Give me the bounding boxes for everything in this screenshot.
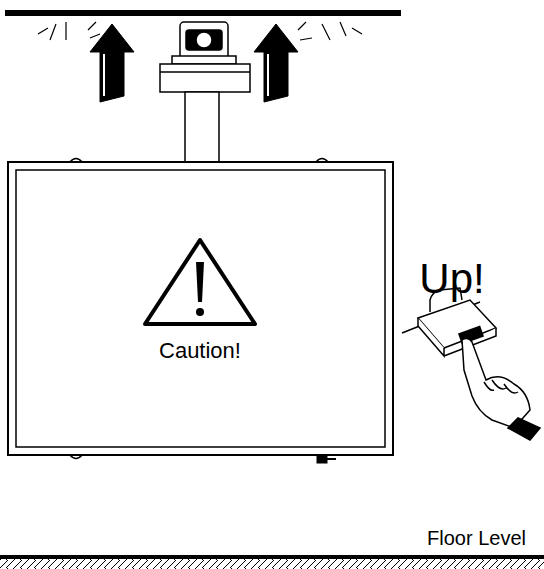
caution-triangle <box>145 240 255 324</box>
projector <box>160 22 250 162</box>
ceiling <box>5 10 401 16</box>
hand <box>462 338 540 440</box>
floor-line <box>0 555 544 559</box>
action-label: Up! <box>419 258 484 300</box>
up-arrow <box>254 24 298 102</box>
caution-label: Caution! <box>159 340 241 362</box>
floor-hatch <box>0 559 544 569</box>
floor-label: Floor Level <box>427 528 526 548</box>
up-arrow <box>90 24 134 102</box>
screen <box>8 159 393 464</box>
